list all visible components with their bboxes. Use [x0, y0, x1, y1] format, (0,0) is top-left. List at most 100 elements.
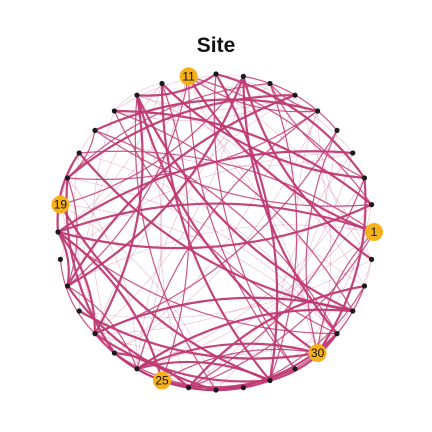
edge	[135, 72, 218, 97]
edge	[66, 75, 190, 287]
node-21	[64, 283, 71, 289]
edge	[160, 76, 189, 388]
edge	[60, 152, 354, 260]
edge	[188, 75, 319, 113]
node-13	[134, 92, 140, 98]
edge	[56, 202, 376, 234]
edge	[60, 204, 217, 391]
node-7	[292, 92, 298, 98]
edge	[316, 176, 367, 355]
edge	[187, 284, 366, 389]
node-17	[64, 175, 71, 181]
highlighted-node-19: 19	[51, 195, 70, 214]
edge	[136, 177, 365, 370]
highlighted-node-30: 30	[308, 344, 327, 362]
node-28	[213, 387, 219, 393]
node-label: 30	[311, 346, 325, 360]
edges-layer	[56, 72, 376, 392]
edge	[113, 110, 354, 312]
edge	[74, 152, 115, 354]
node-33	[334, 331, 340, 337]
node-4	[350, 150, 356, 156]
edge	[317, 110, 372, 260]
edge	[57, 83, 163, 233]
edge	[136, 94, 296, 110]
edge	[188, 76, 365, 287]
node-label: 25	[155, 374, 169, 388]
edge	[188, 75, 373, 206]
node-20	[57, 256, 64, 262]
highlighted-node-25: 25	[153, 371, 171, 390]
edge	[66, 284, 218, 392]
edge	[214, 332, 339, 392]
node-12	[159, 80, 165, 87]
node-label: 11	[182, 69, 195, 83]
node-31	[292, 366, 298, 372]
edge	[66, 75, 245, 288]
node-23	[92, 331, 98, 337]
edge	[94, 129, 338, 335]
edge	[161, 83, 318, 354]
edge	[67, 224, 375, 287]
edge	[56, 230, 97, 335]
edge	[67, 177, 138, 370]
edge	[188, 152, 354, 388]
node-29	[240, 385, 246, 391]
edge	[66, 285, 138, 370]
edge	[66, 82, 271, 179]
node-30	[267, 377, 273, 384]
edge	[269, 152, 354, 381]
highlighted-node-marker	[179, 67, 198, 86]
highlighted-node-marker	[153, 371, 171, 390]
edge	[187, 75, 376, 234]
node-25	[134, 366, 140, 372]
edge	[113, 351, 190, 389]
node-34	[350, 308, 356, 314]
edge	[59, 258, 96, 335]
edge	[215, 73, 354, 154]
highlighted-node-marker	[365, 223, 383, 241]
edge	[188, 75, 296, 370]
highlighted-node-marker	[51, 195, 70, 214]
node-10	[213, 71, 219, 77]
edge	[114, 75, 244, 112]
edge	[93, 94, 144, 335]
edge	[78, 259, 372, 319]
edge	[114, 94, 296, 354]
diagram-title: Site	[196, 34, 236, 57]
edge	[317, 231, 375, 354]
edge	[269, 82, 366, 179]
edge	[161, 82, 190, 382]
node-24	[111, 350, 117, 356]
edge	[160, 82, 272, 382]
node-35	[361, 283, 368, 289]
node-3	[361, 175, 368, 181]
edge	[94, 76, 244, 334]
edge	[136, 83, 271, 370]
edge	[92, 110, 115, 354]
edge	[60, 204, 338, 334]
edge	[94, 130, 354, 167]
node-label: 1	[371, 225, 378, 239]
edge	[94, 231, 375, 334]
node-8	[267, 80, 273, 87]
node-2	[369, 202, 375, 208]
node-label: 19	[54, 198, 68, 212]
edge	[78, 150, 375, 233]
node-19	[55, 229, 61, 235]
edge	[56, 151, 81, 234]
edge	[161, 348, 319, 382]
node-15	[92, 127, 98, 133]
edge	[188, 177, 366, 389]
edge	[242, 75, 373, 261]
edge	[93, 332, 272, 383]
edge	[136, 110, 319, 370]
edge	[135, 342, 319, 370]
highlighted-node-11: 11	[179, 67, 198, 86]
node-27	[186, 385, 192, 391]
highlighted-node-1: 1	[365, 223, 383, 241]
node-6	[315, 108, 321, 114]
node-36	[369, 256, 375, 262]
edge	[56, 150, 354, 234]
